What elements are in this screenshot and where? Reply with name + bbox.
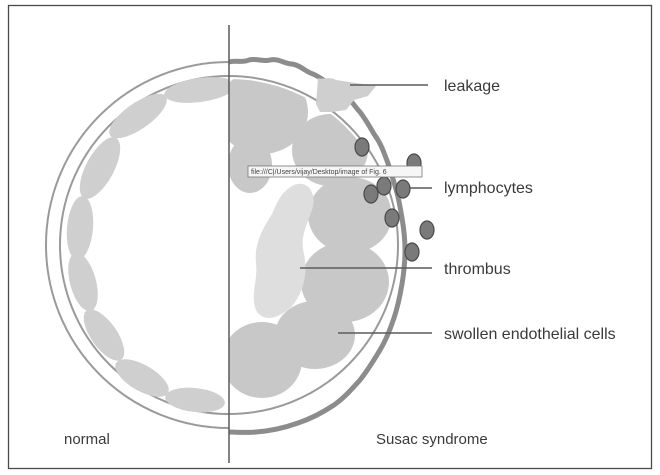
swollen-endothelial-cell bbox=[222, 322, 302, 398]
lymphocyte bbox=[420, 221, 434, 239]
label-leakage: leakage bbox=[444, 78, 500, 95]
swollen-endothelial-cell bbox=[228, 137, 272, 193]
caption-susac-syndrome: Susac syndrome bbox=[376, 431, 488, 448]
lymphocyte bbox=[377, 177, 391, 195]
tooltip-text: file:///C|/Users/vijay/Desktop/image of … bbox=[251, 169, 387, 176]
lymphocyte bbox=[396, 180, 410, 198]
label-swollen-endothelial-cells: swollen endothelial cells bbox=[444, 326, 616, 343]
caption-normal: normal bbox=[64, 431, 110, 448]
lymphocyte bbox=[364, 185, 378, 203]
file-path-tooltip: file:///C|/Users/vijay/Desktop/image of … bbox=[248, 166, 422, 177]
label-lymphocytes: lymphocytes bbox=[444, 180, 533, 197]
lymphocyte bbox=[355, 138, 369, 156]
lymphocyte bbox=[385, 209, 399, 227]
lymphocyte bbox=[405, 243, 419, 261]
label-thrombus: thrombus bbox=[444, 261, 511, 278]
